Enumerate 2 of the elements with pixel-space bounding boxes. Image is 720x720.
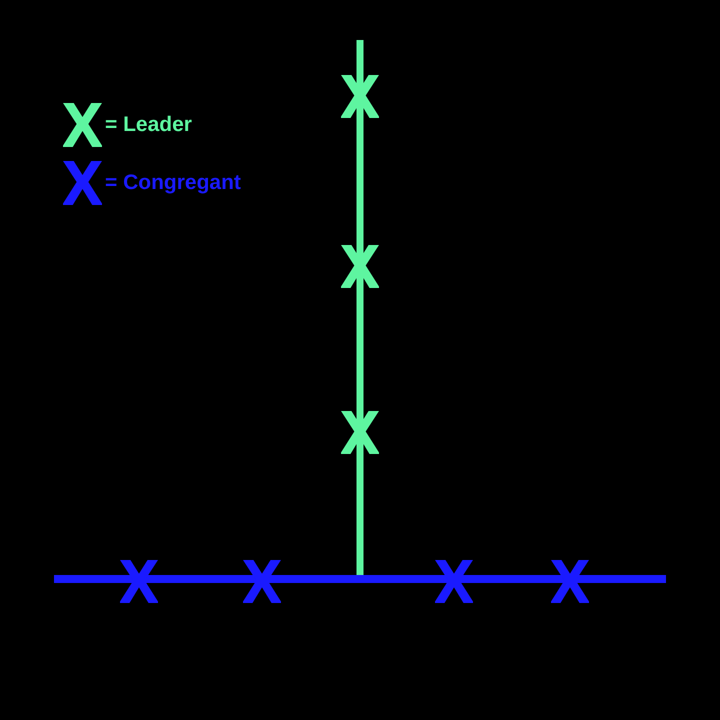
legend-label: = Congregant	[105, 171, 241, 195]
legend-label: = Leader	[105, 113, 192, 137]
